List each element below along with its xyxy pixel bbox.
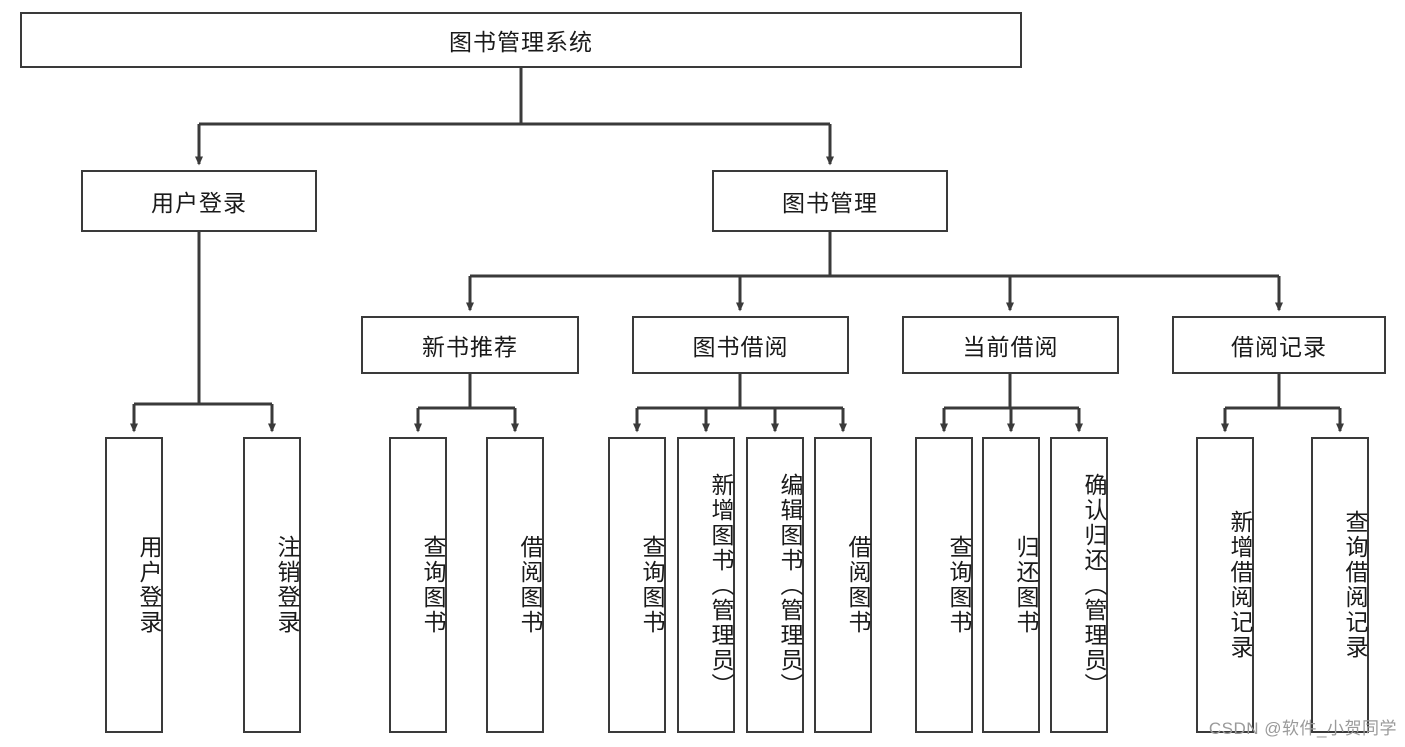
leaf-borrow-book[interactable]: 借阅图书 [814, 437, 872, 733]
node-label: 新增图书（管理员） [708, 472, 734, 698]
leaf-add-borrow-record[interactable]: 新增借阅记录 [1196, 437, 1254, 733]
leaf-logout[interactable]: 注销登录 [243, 437, 301, 733]
leaf-confirm-return-admin[interactable]: 确认归还（管理员） [1050, 437, 1108, 733]
node-label: 新增借阅记录 [1227, 510, 1253, 660]
node-label: 当前借阅 [962, 334, 1059, 360]
node-label: 借阅记录 [1231, 334, 1327, 360]
node-label: 借阅图书 [517, 535, 543, 635]
leaf-query-book-recommend[interactable]: 查询图书 [389, 437, 447, 733]
node-new-book-recommend[interactable]: 新书推荐 [361, 316, 579, 374]
node-label: 新书推荐 [422, 334, 518, 360]
node-label: 图书管理 [782, 190, 878, 216]
leaf-edit-book-admin[interactable]: 编辑图书（管理员） [746, 437, 804, 733]
node-label: 用户登录 [136, 535, 162, 635]
watermark-text: CSDN @软件_小贺同学 [1208, 719, 1397, 738]
node-book-borrow[interactable]: 图书借阅 [632, 316, 849, 374]
node-label: 查询图书 [420, 535, 446, 635]
leaf-return-book[interactable]: 归还图书 [982, 437, 1040, 733]
node-label: 编辑图书（管理员） [777, 472, 803, 698]
node-label: 图书借阅 [692, 334, 789, 360]
node-label: 借阅图书 [845, 535, 871, 635]
node-book-management[interactable]: 图书管理 [712, 170, 948, 232]
node-label: 确认归还（管理员） [1081, 472, 1107, 698]
node-current-borrow[interactable]: 当前借阅 [902, 316, 1119, 374]
leaf-user-login[interactable]: 用户登录 [105, 437, 163, 733]
node-label: 查询借阅记录 [1342, 510, 1368, 660]
node-label: 查询图书 [639, 535, 665, 635]
leaf-query-borrow-record[interactable]: 查询借阅记录 [1311, 437, 1369, 733]
node-borrow-records[interactable]: 借阅记录 [1172, 316, 1386, 374]
node-label: 注销登录 [274, 535, 300, 635]
leaf-query-book-borrow[interactable]: 查询图书 [608, 437, 666, 733]
leaf-add-book-admin[interactable]: 新增图书（管理员） [677, 437, 735, 733]
leaf-query-book-current[interactable]: 查询图书 [915, 437, 973, 733]
leaf-borrow-book-recommend[interactable]: 借阅图书 [486, 437, 544, 733]
node-user-login[interactable]: 用户登录 [81, 170, 317, 232]
node-label: 用户登录 [151, 190, 247, 216]
node-label: 图书管理系统 [449, 29, 593, 55]
node-root-system[interactable]: 图书管理系统 [20, 12, 1022, 68]
node-label: 归还图书 [1013, 535, 1039, 635]
node-label: 查询图书 [946, 535, 972, 635]
